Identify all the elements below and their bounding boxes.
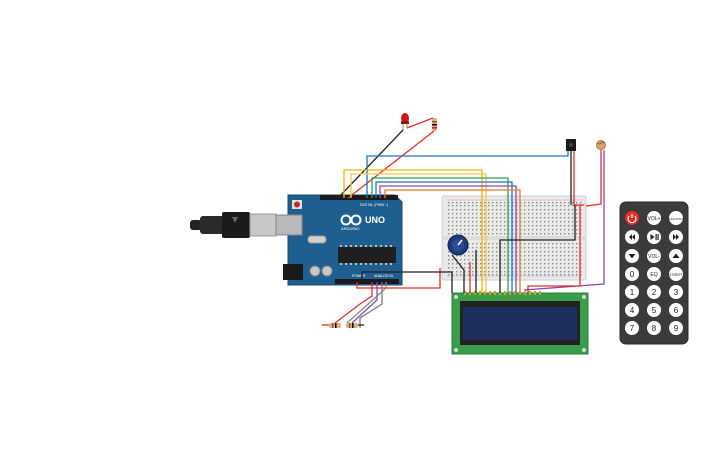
svg-text:ST/REPT: ST/REPT: [669, 273, 683, 277]
svg-text:6: 6: [674, 306, 679, 315]
svg-text:FUNC/STOP: FUNC/STOP: [667, 217, 684, 221]
svg-text:0: 0: [630, 270, 635, 279]
remote-button-eq[interactable]: EQ: [647, 267, 661, 281]
wires[interactable]: [322, 117, 605, 328]
led-resistor[interactable]: [432, 118, 437, 131]
usb-cable[interactable]: [190, 212, 277, 238]
remote-button-next[interactable]: [669, 230, 683, 244]
svg-text:EQ: EQ: [650, 272, 657, 278]
svg-text:3: 3: [674, 288, 679, 297]
svg-text:5: 5: [652, 306, 657, 315]
remote-button-1[interactable]: 1: [625, 285, 639, 299]
remote-button-4[interactable]: 4: [625, 303, 639, 317]
remote-button-7[interactable]: 7: [625, 321, 639, 335]
ir-remote[interactable]: VOL+ FUNC/STOP VOL-: [619, 201, 689, 345]
analog-header-label: ANALOG IN: [374, 274, 394, 278]
arduino-brand-text: UNO: [365, 215, 385, 225]
digital-header-label: DIGITAL (PWM ~): [360, 203, 388, 207]
remote-button-power[interactable]: [625, 211, 639, 225]
svg-text:8: 8: [652, 324, 657, 333]
photoresistor[interactable]: [596, 140, 606, 150]
breadboard[interactable]: [441, 195, 587, 281]
svg-text:4: 4: [630, 306, 635, 315]
remote-button-vol-up[interactable]: VOL+: [647, 211, 661, 225]
remote-button-0[interactable]: 0: [625, 267, 639, 281]
arduino-uno-board[interactable]: UNO ARDUINO DIGITAL (PWM ~) POWER ANALOG…: [275, 194, 403, 286]
arduino-subbrand-text: ARDUINO: [341, 226, 359, 231]
potentiometer[interactable]: [447, 234, 469, 256]
svg-text:VOL-: VOL-: [648, 254, 660, 260]
remote-button-3[interactable]: 3: [669, 285, 683, 299]
remote-button-up[interactable]: [669, 249, 683, 263]
remote-button-9[interactable]: 9: [669, 321, 683, 335]
power-header-label: POWER: [352, 274, 366, 278]
remote-button-down[interactable]: [625, 249, 639, 263]
svg-text:7: 7: [630, 324, 635, 333]
red-led[interactable]: [401, 113, 409, 130]
svg-text:2: 2: [652, 288, 657, 297]
remote-button-2[interactable]: 2: [647, 285, 661, 299]
remote-button-func-stop[interactable]: FUNC/STOP: [667, 211, 685, 225]
remote-button-st-rept[interactable]: ST/REPT: [669, 267, 683, 281]
remote-button-8[interactable]: 8: [647, 321, 661, 335]
arduino-logo-icon: [340, 214, 362, 226]
remote-button-5[interactable]: 5: [647, 303, 661, 317]
remote-button-prev[interactable]: [625, 230, 639, 244]
remote-button-vol-down[interactable]: VOL-: [647, 249, 661, 263]
svg-text:9: 9: [674, 324, 679, 333]
bottom-resistors[interactable]: [329, 323, 358, 328]
svg-text:1: 1: [630, 288, 635, 297]
svg-text:VOL+: VOL+: [648, 216, 661, 222]
remote-button-play-pause[interactable]: [647, 230, 661, 244]
lcd-16x2-display[interactable]: [451, 291, 589, 355]
ir-receiver[interactable]: [566, 139, 576, 151]
remote-button-6[interactable]: 6: [669, 303, 683, 317]
